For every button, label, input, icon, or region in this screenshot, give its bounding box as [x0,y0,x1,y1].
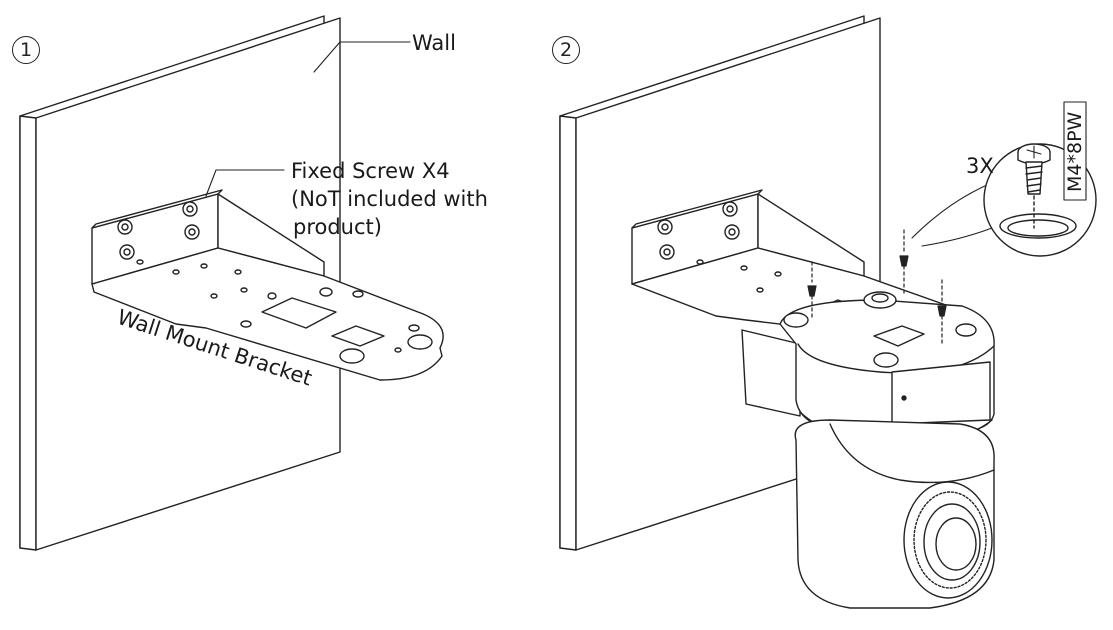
wall-label: Wall [412,31,456,55]
wall-leader-line [313,41,411,73]
step-number-1: 1 [12,36,40,64]
wall-mount-bracket [91,189,444,381]
screw-detail-callout [911,101,1097,257]
step-number-2: 2 [552,36,580,64]
fixed-screw-label: Fixed Screw X4 [291,159,450,183]
screw-note-line-1: (NoT included with [291,187,488,211]
fixed-screw-icon [117,201,200,260]
screw-insertion-icons [807,229,947,347]
ptz-camera [741,291,995,609]
screw-leader-line [205,169,285,197]
m4-screw-icon [1017,143,1051,229]
screw-note-line-2: product) [293,215,382,239]
screw-count-label: 3X [966,154,994,178]
screw-spec-label: M4*8PW [1064,111,1086,193]
